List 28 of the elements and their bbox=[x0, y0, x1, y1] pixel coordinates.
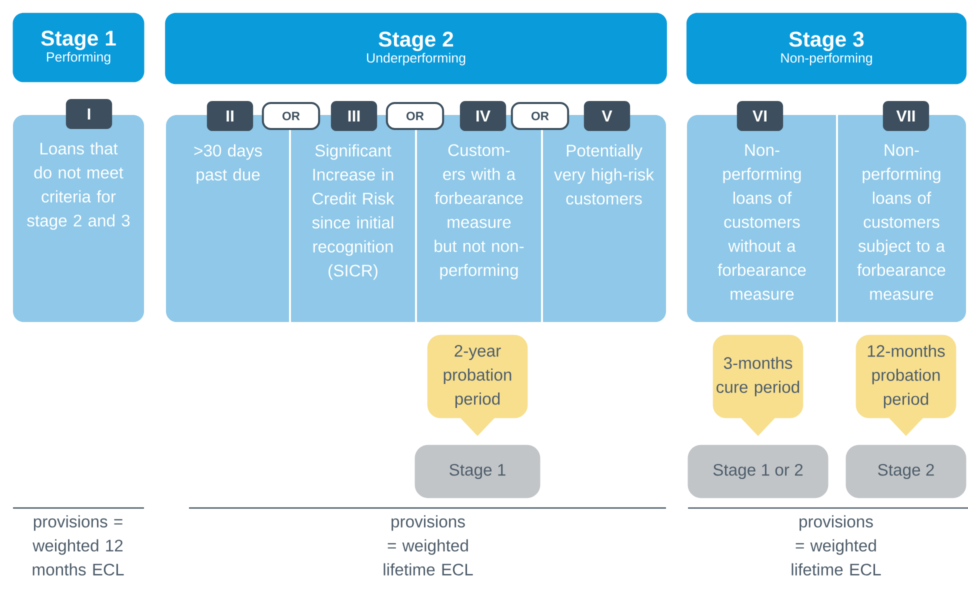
criteria-text: Non- performing loans of customers without a forbearance measure bbox=[718, 144, 806, 300]
outcome-box: Stage 1 or 2 bbox=[688, 444, 828, 498]
callout-bubble: 3-months cure period bbox=[712, 334, 804, 436]
criteria-text: Significant Increase in Credit Risk since initial recognition (SICR) bbox=[312, 144, 394, 280]
provisions-note: provisions = weighted lifetime ECL bbox=[792, 515, 881, 576]
numeral-badge: VII bbox=[882, 100, 930, 132]
stage-header: Stage 2 Underperforming bbox=[165, 12, 667, 84]
criteria-text: Potentially very high-risk customers bbox=[554, 144, 654, 204]
numeral-badge: II bbox=[206, 100, 254, 132]
numeral-badge: III bbox=[330, 100, 378, 132]
callout-bubble: 12-months probation period bbox=[856, 334, 956, 436]
callout-bubble: 2-year probation period bbox=[427, 334, 528, 436]
stage-header: Stage 3 Non-performing bbox=[686, 12, 967, 84]
or-badge: OR bbox=[386, 102, 444, 130]
numeral-badge: IV bbox=[460, 100, 506, 132]
numeral-badge: I bbox=[66, 98, 112, 130]
provisions-note: provisions = weighted 12 months ECL bbox=[32, 515, 124, 576]
numeral-badge: VI bbox=[736, 100, 784, 132]
stage-header: Stage 1 Performing bbox=[12, 12, 144, 82]
outcome-box: Stage 2 bbox=[846, 444, 966, 498]
or-badge: OR bbox=[510, 102, 570, 130]
provisions-note: provisions = weighted lifetime ECL bbox=[384, 515, 473, 576]
outcome-box: Stage 1 bbox=[414, 444, 540, 498]
criteria-text: Non- performing loans of customers subject to a forbearance measure bbox=[857, 144, 946, 300]
criteria-text: Custom- ers with a forbearance measure but not non- performing bbox=[434, 144, 524, 280]
numeral-badge: V bbox=[584, 100, 630, 132]
criteria-text: >30 days past due bbox=[194, 144, 262, 184]
or-badge: OR bbox=[262, 102, 320, 130]
